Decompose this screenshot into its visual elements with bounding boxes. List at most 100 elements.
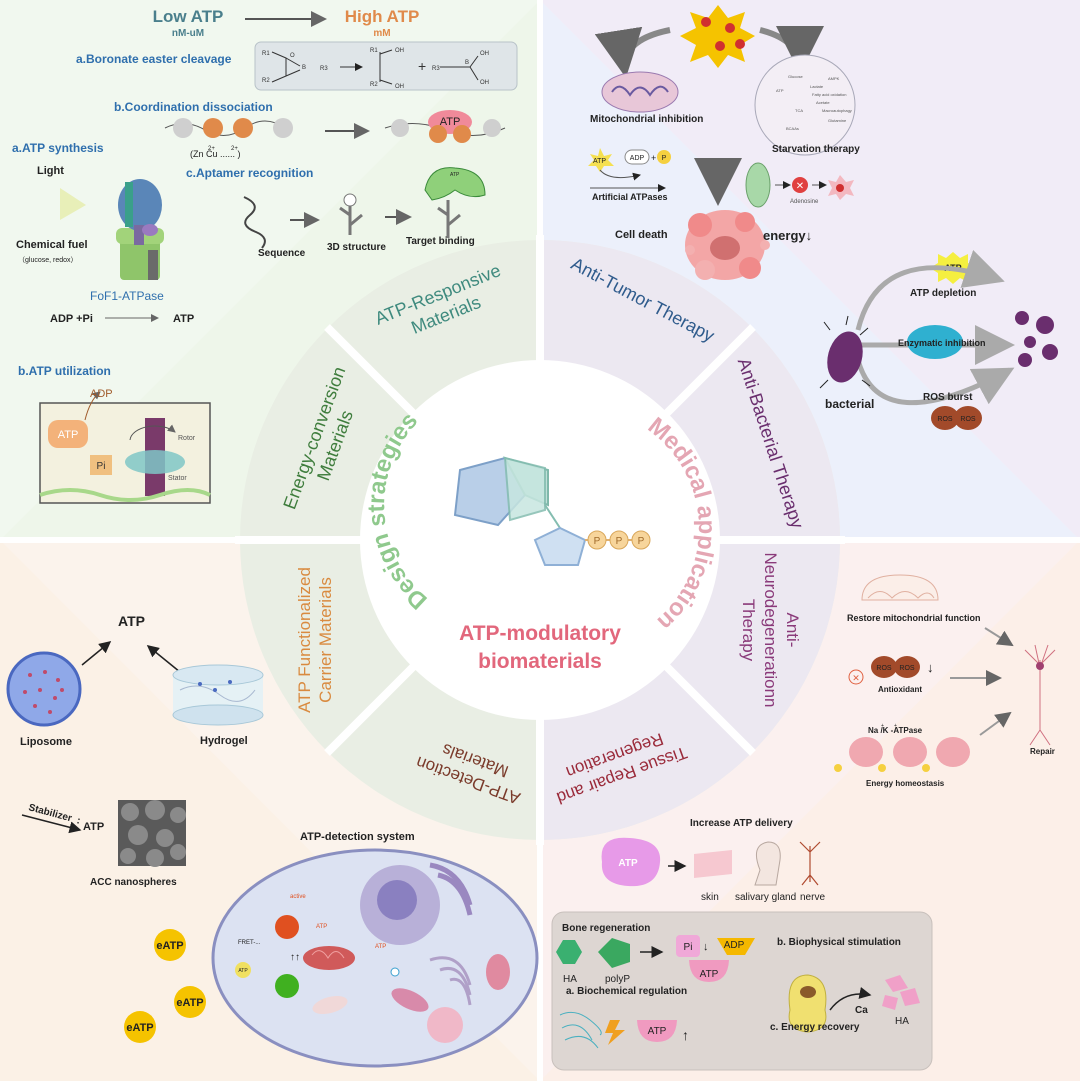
svg-text:Pi: Pi: [684, 942, 693, 953]
svg-text:Fatty acid oxidation: Fatty acid oxidation: [812, 92, 846, 97]
svg-text:a.Boronate easter cleavage: a.Boronate easter cleavage: [76, 52, 232, 66]
svg-text:Anti-: Anti-: [783, 613, 802, 648]
svg-text:Glutamine: Glutamine: [828, 118, 847, 123]
segment-carrier: ATP Functionalized Carrier Materials: [295, 567, 335, 713]
svg-text:a. Biochemical regulation: a. Biochemical regulation: [566, 986, 687, 997]
center-title-line1: ATP-modulatory: [459, 622, 621, 645]
svg-text:Rotor: Rotor: [178, 435, 196, 442]
svg-text:+: +: [894, 723, 897, 729]
right-lower-panel: Restore mitochondrial function ✕ ROS ROS…: [834, 574, 1056, 788]
svg-text:Restore mitochondrial function: Restore mitochondrial function: [847, 613, 981, 623]
svg-text:ATP: ATP: [440, 116, 461, 128]
svg-text:✕: ✕: [852, 673, 860, 683]
svg-text:a.ATP synthesis: a.ATP synthesis: [12, 141, 104, 155]
svg-text:ROS: ROS: [937, 416, 953, 423]
svg-text:active: active: [290, 894, 306, 900]
svg-text::: :: [76, 815, 82, 826]
svg-text:Antioxidant: Antioxidant: [878, 685, 922, 694]
svg-text:Repair: Repair: [1030, 747, 1055, 756]
svg-text:Hydrogel: Hydrogel: [200, 735, 248, 747]
svg-text:2+: 2+: [231, 146, 238, 152]
svg-text:mM: mM: [373, 28, 390, 39]
svg-text:OH: OH: [395, 84, 404, 90]
svg-text:↓: ↓: [927, 660, 934, 675]
svg-text:+: +: [651, 153, 656, 163]
svg-text:Carrier Materials: Carrier Materials: [316, 577, 335, 703]
svg-text:↑: ↑: [682, 1027, 689, 1043]
svg-text:P: P: [662, 155, 667, 162]
svg-text:Liposome: Liposome: [20, 736, 72, 748]
right-mid-panel: ATP ATP depletion Enzymatic inhibition R…: [819, 249, 1058, 430]
svg-text:b.ATP utilization: b.ATP utilization: [18, 364, 111, 378]
left-mid-panel: a.ATP synthesis Light Chemical fuel （glu…: [12, 141, 211, 504]
svg-text:ATP depletion: ATP depletion: [910, 288, 976, 299]
svg-text:Sequence: Sequence: [258, 248, 306, 259]
svg-text:ATP: ATP: [776, 88, 784, 93]
svg-text:ADP: ADP: [630, 155, 645, 162]
svg-text:O: O: [290, 53, 295, 59]
svg-text:Enzymatic inhibition: Enzymatic inhibition: [898, 338, 986, 348]
svg-text:Cell death: Cell death: [615, 229, 668, 241]
svg-text:Macroautophagy: Macroautophagy: [822, 108, 852, 113]
svg-text:R3: R3: [320, 66, 328, 72]
svg-text:c. Energy recovery: c. Energy recovery: [770, 1022, 860, 1033]
svg-text:ATP: ATP: [700, 969, 719, 980]
svg-text:ATP: ATP: [375, 944, 386, 950]
svg-text:(Zn Cu ...... ): (Zn Cu ...... ): [190, 149, 241, 159]
svg-text:ROS burst: ROS burst: [923, 392, 973, 403]
svg-text:polyP: polyP: [605, 974, 630, 985]
svg-text:ATP: ATP: [58, 429, 79, 441]
top-left-panel: Low ATP nM-uM High ATP mM a.Boronate eas…: [76, 7, 518, 259]
svg-text:3D structure: 3D structure: [327, 242, 386, 253]
svg-text:ATP: ATP: [316, 924, 327, 930]
svg-text:energy↓: energy↓: [763, 228, 812, 243]
svg-text:c.Aptamer recognition: c.Aptamer recognition: [186, 166, 313, 180]
svg-text:R1: R1: [262, 51, 270, 57]
svg-text:Bone regeneration: Bone regeneration: [562, 923, 650, 934]
bottom-left-panel: ATP-detection system active ATP ATP FRET…: [124, 831, 539, 1068]
svg-text:Neurodegenerationn: Neurodegenerationn: [761, 552, 780, 707]
svg-text:+: +: [418, 58, 426, 74]
svg-text:Stator: Stator: [168, 475, 187, 482]
svg-text:P: P: [638, 536, 645, 547]
svg-text:ADP: ADP: [90, 388, 113, 400]
svg-text:+: +: [881, 723, 884, 729]
svg-text:P: P: [616, 536, 623, 547]
svg-text:ATP: ATP: [118, 613, 145, 629]
svg-text:↑↑: ↑↑: [290, 952, 300, 963]
svg-text:Glucose: Glucose: [788, 74, 803, 79]
neuron: [1024, 644, 1056, 746]
svg-text:nerve: nerve: [800, 892, 825, 903]
svg-text:Artificial ATPases: Artificial ATPases: [592, 192, 668, 202]
left-lower-panel: ATP Liposome Hydrogel Stabilizer : ATP: [6, 613, 264, 888]
svg-text:ATP: ATP: [618, 858, 638, 869]
svg-text:salivary gland: salivary gland: [735, 892, 796, 903]
svg-text:eATP: eATP: [176, 997, 203, 1009]
svg-text:eATP: eATP: [156, 940, 183, 952]
svg-text:R3: R3: [432, 66, 440, 72]
svg-text:HA: HA: [895, 1016, 909, 1027]
svg-text:R1: R1: [370, 48, 378, 54]
center-molecule: P P P: [453, 456, 651, 566]
svg-text:ATP: ATP: [83, 821, 104, 833]
svg-text:Target binding: Target binding: [406, 236, 475, 247]
svg-text:ATP Functionalized: ATP Functionalized: [295, 567, 314, 713]
bottom-right-panel: Increase ATP delivery ATP skin salivary …: [551, 818, 933, 1071]
svg-text:Lactate: Lactate: [810, 84, 824, 89]
svg-text:OH: OH: [395, 48, 404, 54]
svg-text:BCAAs: BCAAs: [786, 126, 799, 131]
svg-text:ADP +Pi: ADP +Pi: [50, 313, 93, 325]
svg-text:ADP: ADP: [724, 940, 745, 951]
svg-text:OH: OH: [480, 51, 489, 57]
svg-text:B: B: [465, 60, 469, 66]
svg-text:ACC nanospheres: ACC nanospheres: [90, 877, 177, 888]
svg-text:TCA: TCA: [795, 108, 803, 113]
svg-text:b.Coordination dissociation: b.Coordination dissociation: [114, 100, 273, 114]
svg-text:OH: OH: [480, 80, 489, 86]
hydrogel-illustration: [172, 664, 264, 726]
svg-text:R2: R2: [262, 78, 270, 84]
svg-text:Acetate: Acetate: [816, 100, 830, 105]
svg-text:Ca: Ca: [855, 1005, 868, 1016]
